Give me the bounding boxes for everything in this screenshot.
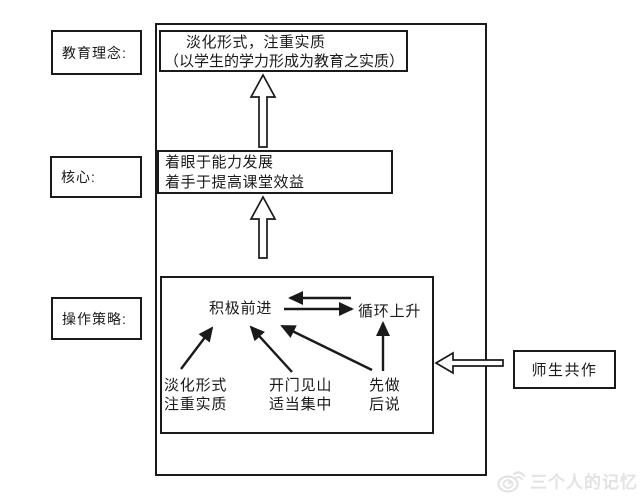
- source2-line1: 开门见山: [269, 377, 333, 394]
- source1-line1: 淡化形式: [164, 377, 228, 394]
- node-spiral-text: 循环上升: [358, 303, 422, 320]
- label-core-text: 核心:: [61, 169, 96, 185]
- label-box-core: 核心:: [50, 156, 142, 198]
- node-forward-text: 积极前进: [209, 300, 273, 317]
- watermark: 三个人的记忆: [496, 467, 638, 494]
- outer-frame: [155, 23, 487, 476]
- collaboration-text: 师生共作: [531, 362, 598, 379]
- source2-line2: 适当集中: [269, 396, 333, 413]
- label-philosophy-text: 教育理念:: [62, 44, 127, 61]
- core-line2: 着手于提高课堂效益: [165, 174, 305, 191]
- strategy-source-1: 淡化形式 注重实质: [164, 376, 227, 414]
- strategy-box: [160, 276, 434, 434]
- core-box: 着眼于能力发展 着手于提高课堂效益: [157, 150, 393, 194]
- philosophy-line2: （以学生的学力形成为教育之实质）: [164, 53, 405, 70]
- strategy-source-2: 开门见山 适当集中: [269, 376, 332, 414]
- source3-line2: 后说: [369, 396, 401, 413]
- weibo-icon: [497, 471, 526, 493]
- source1-line2: 注重实质: [164, 396, 228, 413]
- label-box-strategy: 操作策略:: [51, 297, 142, 340]
- source3-line1: 先做: [369, 377, 401, 394]
- collaboration-box: 师生共作: [513, 350, 616, 389]
- label-strategy-text: 操作策略:: [62, 310, 127, 327]
- label-box-philosophy: 教育理念:: [51, 30, 142, 75]
- strategy-source-3: 先做 后说: [369, 376, 401, 414]
- watermark-text: 三个人的记忆: [530, 473, 638, 492]
- core-line1: 着眼于能力发展: [165, 154, 274, 171]
- philosophy-box: 淡化形式，注重实质 （以学生的学力形成为教育之实质）: [159, 30, 408, 72]
- philosophy-line1: 淡化形式，注重实质: [186, 34, 326, 51]
